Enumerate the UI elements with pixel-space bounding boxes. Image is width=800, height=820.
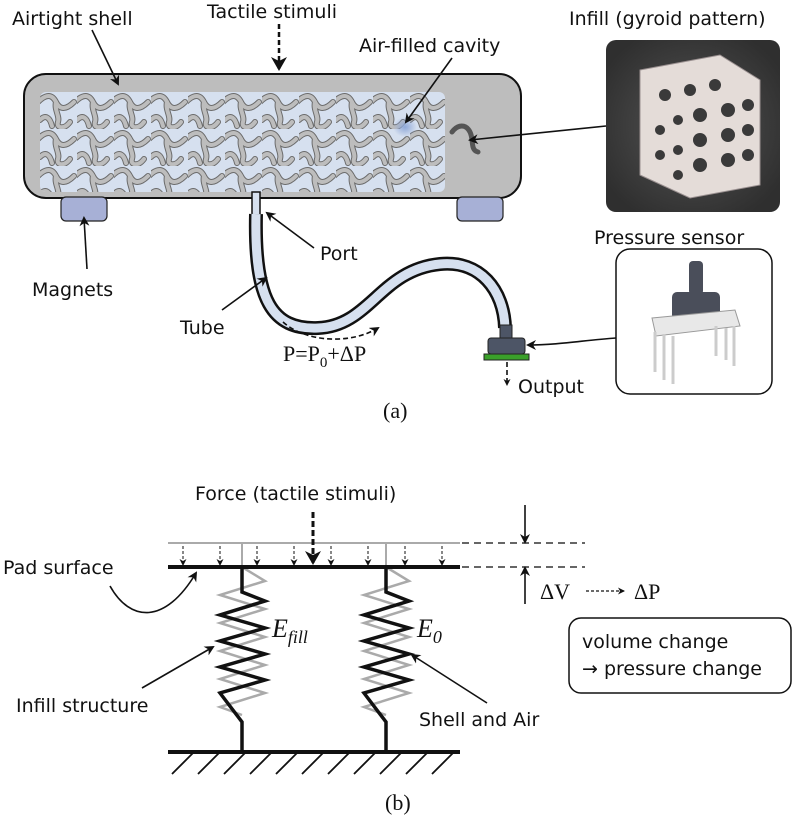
ground-hatch [171, 752, 454, 775]
label-pressure-formula: P=P0+ΔP [283, 341, 366, 371]
gyroid-infill-pattern [40, 92, 445, 192]
sensor-nozzle [499, 324, 513, 340]
shell-and-air-leader [410, 653, 488, 704]
sensor-photo [651, 261, 741, 384]
label-infill: Infill (gyroid pattern) [569, 8, 766, 30]
label-air-filled-cavity: Air-filled cavity [359, 35, 500, 57]
label-pad-surface: Pad surface [3, 557, 114, 579]
label-pressure-sensor: Pressure sensor [594, 227, 744, 249]
magnet-right [456, 196, 504, 222]
label-e-zero: E0 [416, 614, 442, 647]
sensor-body [487, 337, 526, 355]
tube-inner [251, 213, 510, 333]
label-shell-and-air: Shell and Air [419, 709, 539, 731]
sensor-leader [526, 337, 617, 350]
port-leader [265, 211, 315, 249]
magnets-leader [79, 216, 90, 270]
caption-b: (b) [385, 790, 411, 815]
box-line-2: → pressure change [582, 658, 762, 680]
spring-zero-initial [359, 565, 414, 717]
panel-a: Airtight shell Tactile stimuli Air-fille… [12, 1, 780, 423]
air-cavity-leader [404, 57, 453, 124]
box-line-1: volume change [582, 631, 728, 653]
infill-photo [606, 40, 780, 212]
infill-leader [468, 125, 607, 145]
label-delta-v: ΔV [540, 579, 570, 604]
label-output: Output [518, 376, 584, 398]
label-tube: Tube [179, 317, 225, 339]
airtight-shell-leader [91, 29, 120, 86]
magnet-left [60, 196, 108, 222]
highlighted-gyroid-strand [449, 123, 481, 155]
panel-b: Force (tactile stimuli) Pad surface Efil… [3, 483, 792, 815]
pad-surface-leader [109, 571, 198, 614]
caption-a: (a) [383, 398, 407, 423]
label-airtight-shell: Airtight shell [12, 8, 133, 30]
label-e-fill: Efill [271, 614, 308, 647]
infill-structure-leader [141, 645, 215, 689]
spring-zero [357, 567, 416, 752]
label-port: Port [320, 243, 358, 265]
explanation-box [568, 617, 792, 694]
sensor-board [483, 353, 530, 361]
label-magnets: Magnets [32, 279, 113, 301]
label-delta-p: ΔP [634, 579, 660, 604]
tube-leader [221, 276, 268, 311]
label-force: Force (tactile stimuli) [195, 483, 396, 505]
distributed-load-arrows [179, 546, 446, 566]
label-tactile-stimuli: Tactile stimuli [206, 1, 337, 23]
pressure-dashed-arrow [282, 321, 380, 340]
spring-fill [213, 567, 272, 752]
spring-fill-initial [215, 565, 270, 717]
air-cavity-highlight [393, 117, 417, 137]
label-infill-structure: Infill structure [16, 695, 148, 717]
